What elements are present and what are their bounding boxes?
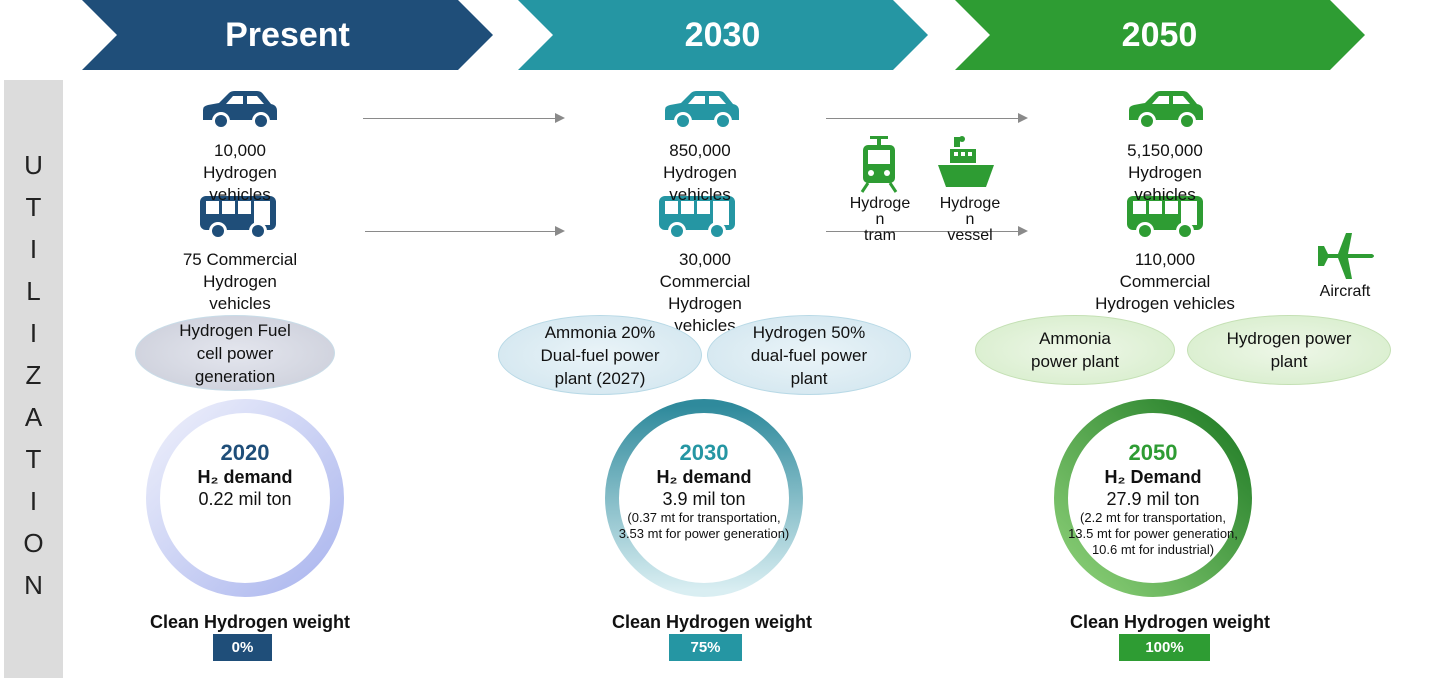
chevron-2050: [955, 0, 1365, 70]
sidebar-letter: A: [24, 402, 43, 432]
stage-label-2050: 2050: [1121, 16, 1198, 54]
demand-rings: [146, 399, 1252, 597]
y2030-plant-a-text: Ammonia 20% Dual-fuel power plant (2027): [540, 322, 660, 388]
sidebar-letter: T: [25, 192, 42, 222]
y2030-plant-a-ellipse: Ammonia 20% Dual-fuel power plant (2027): [498, 315, 702, 395]
y2050-year: 2050: [1128, 440, 1178, 465]
chevron-2030: [518, 0, 928, 70]
y2030-plant-b-ellipse: Hydrogen 50% dual-fuel power plant: [707, 315, 911, 395]
y2050-weight-label: Clean Hydrogen weight: [1069, 612, 1271, 632]
sidebar-letter: I: [29, 234, 38, 264]
sidebar-letter: I: [29, 486, 38, 516]
y2030-weight-badge: 75%: [669, 634, 742, 661]
y2030-buses-text: 30,000 Commercial Hydrogen vehicles: [659, 250, 751, 335]
sidebar-letter: O: [23, 528, 44, 558]
y2050-weight-badge: 100%: [1119, 634, 1210, 661]
sidebar-letter: I: [29, 318, 38, 348]
y2050-plant-b-ellipse: Hydrogen power plant: [1187, 315, 1391, 385]
chevron-present: [82, 0, 493, 70]
car-icon: [1129, 91, 1203, 130]
bus-icon: [1127, 196, 1203, 240]
arrow-buses-2030-2050: [826, 226, 1028, 236]
present-plant-ellipse: Hydrogen Fuel cell power generation: [135, 315, 335, 391]
present-plant-text: Hydrogen Fuel cell power generation: [179, 320, 291, 386]
car-icon: [203, 91, 277, 130]
tram-icon: [860, 136, 898, 193]
y2050-plant-b-text: Hydrogen power plant: [1226, 329, 1352, 371]
y2050-buses-text: 110,000 Commercial Hydrogen vehicles: [1095, 250, 1235, 313]
stage-label-2030: 2030: [684, 16, 761, 54]
bus-icon: [200, 196, 276, 240]
y2050-plant-a-ellipse: Ammonia power plant: [975, 315, 1175, 385]
y2050-tons: 27.9 mil ton: [1106, 489, 1200, 509]
arrow-cars-present-2030: [363, 113, 565, 123]
ring-2030: [605, 399, 803, 597]
y2030-year: 2030: [679, 440, 729, 465]
y2030-weight-label: Clean Hydrogen weight: [611, 612, 813, 632]
vessel-text: Hydroge n vessel: [939, 195, 1001, 244]
y2050-note: (2.2 mt for transportation, 13.5 mt for …: [1068, 510, 1238, 557]
y2030-note: (0.37 mt for transportation, 3.53 mt for…: [618, 510, 790, 541]
present-buses-text: 75 Commercial Hydrogen vehicles: [182, 250, 298, 313]
arrow-buses-present-2030: [365, 226, 565, 236]
bus-icon: [659, 196, 735, 240]
present-demand-label: H₂ demand: [197, 467, 293, 487]
y2030-tons: 3.9 mil ton: [662, 489, 746, 509]
stage-chevrons: [82, 0, 1365, 70]
y2030-demand-label: H₂ demand: [656, 467, 752, 487]
present-weight-label: Clean Hydrogen weight: [149, 612, 351, 632]
y2050-demand-label: H₂ Demand: [1104, 467, 1202, 487]
present-weight-badge: 0%: [213, 634, 272, 661]
tram-text: Hydroge n tram: [849, 195, 911, 244]
y2030-plant-b-text: Hydrogen 50% dual-fuel power plant: [750, 322, 868, 388]
y2050-demand-block: 2050 H₂ Demand 27.9 mil ton (2.2 mt for …: [1038, 440, 1268, 558]
y2030-cars-text: 850,000 Hydrogen vehicles: [663, 141, 737, 202]
aircraft-text: Aircraft: [1319, 283, 1371, 300]
y2050-plant-a-text: Ammonia power plant: [1031, 329, 1119, 371]
present-demand-block: 2020 H₂ demand 0.22 mil ton: [145, 440, 345, 510]
present-year: 2020: [220, 440, 270, 465]
arrow-cars-2030-2050: [826, 113, 1028, 123]
airplane-icon: [1318, 233, 1374, 279]
y2030-demand-block: 2030 H₂ demand 3.9 mil ton (0.37 mt for …: [589, 440, 819, 542]
sidebar-letter: L: [26, 276, 41, 306]
stage-label-present: Present: [225, 16, 350, 54]
ring-2020: [146, 399, 344, 597]
sidebar-letter: T: [25, 444, 42, 474]
sidebar-letter: N: [24, 570, 43, 600]
present-cars-text: 10,000 Hydrogen vehicles: [203, 141, 277, 202]
sidebar-letter: Z: [25, 360, 42, 390]
present-tons: 0.22 mil ton: [198, 489, 292, 509]
ring-2050: [1054, 399, 1252, 597]
sidebar-letter: U: [24, 150, 43, 180]
ship-icon: [938, 136, 994, 187]
car-icon: [665, 91, 739, 130]
y2050-cars-text: 5,150,000 Hydrogen vehicles: [1127, 141, 1203, 202]
